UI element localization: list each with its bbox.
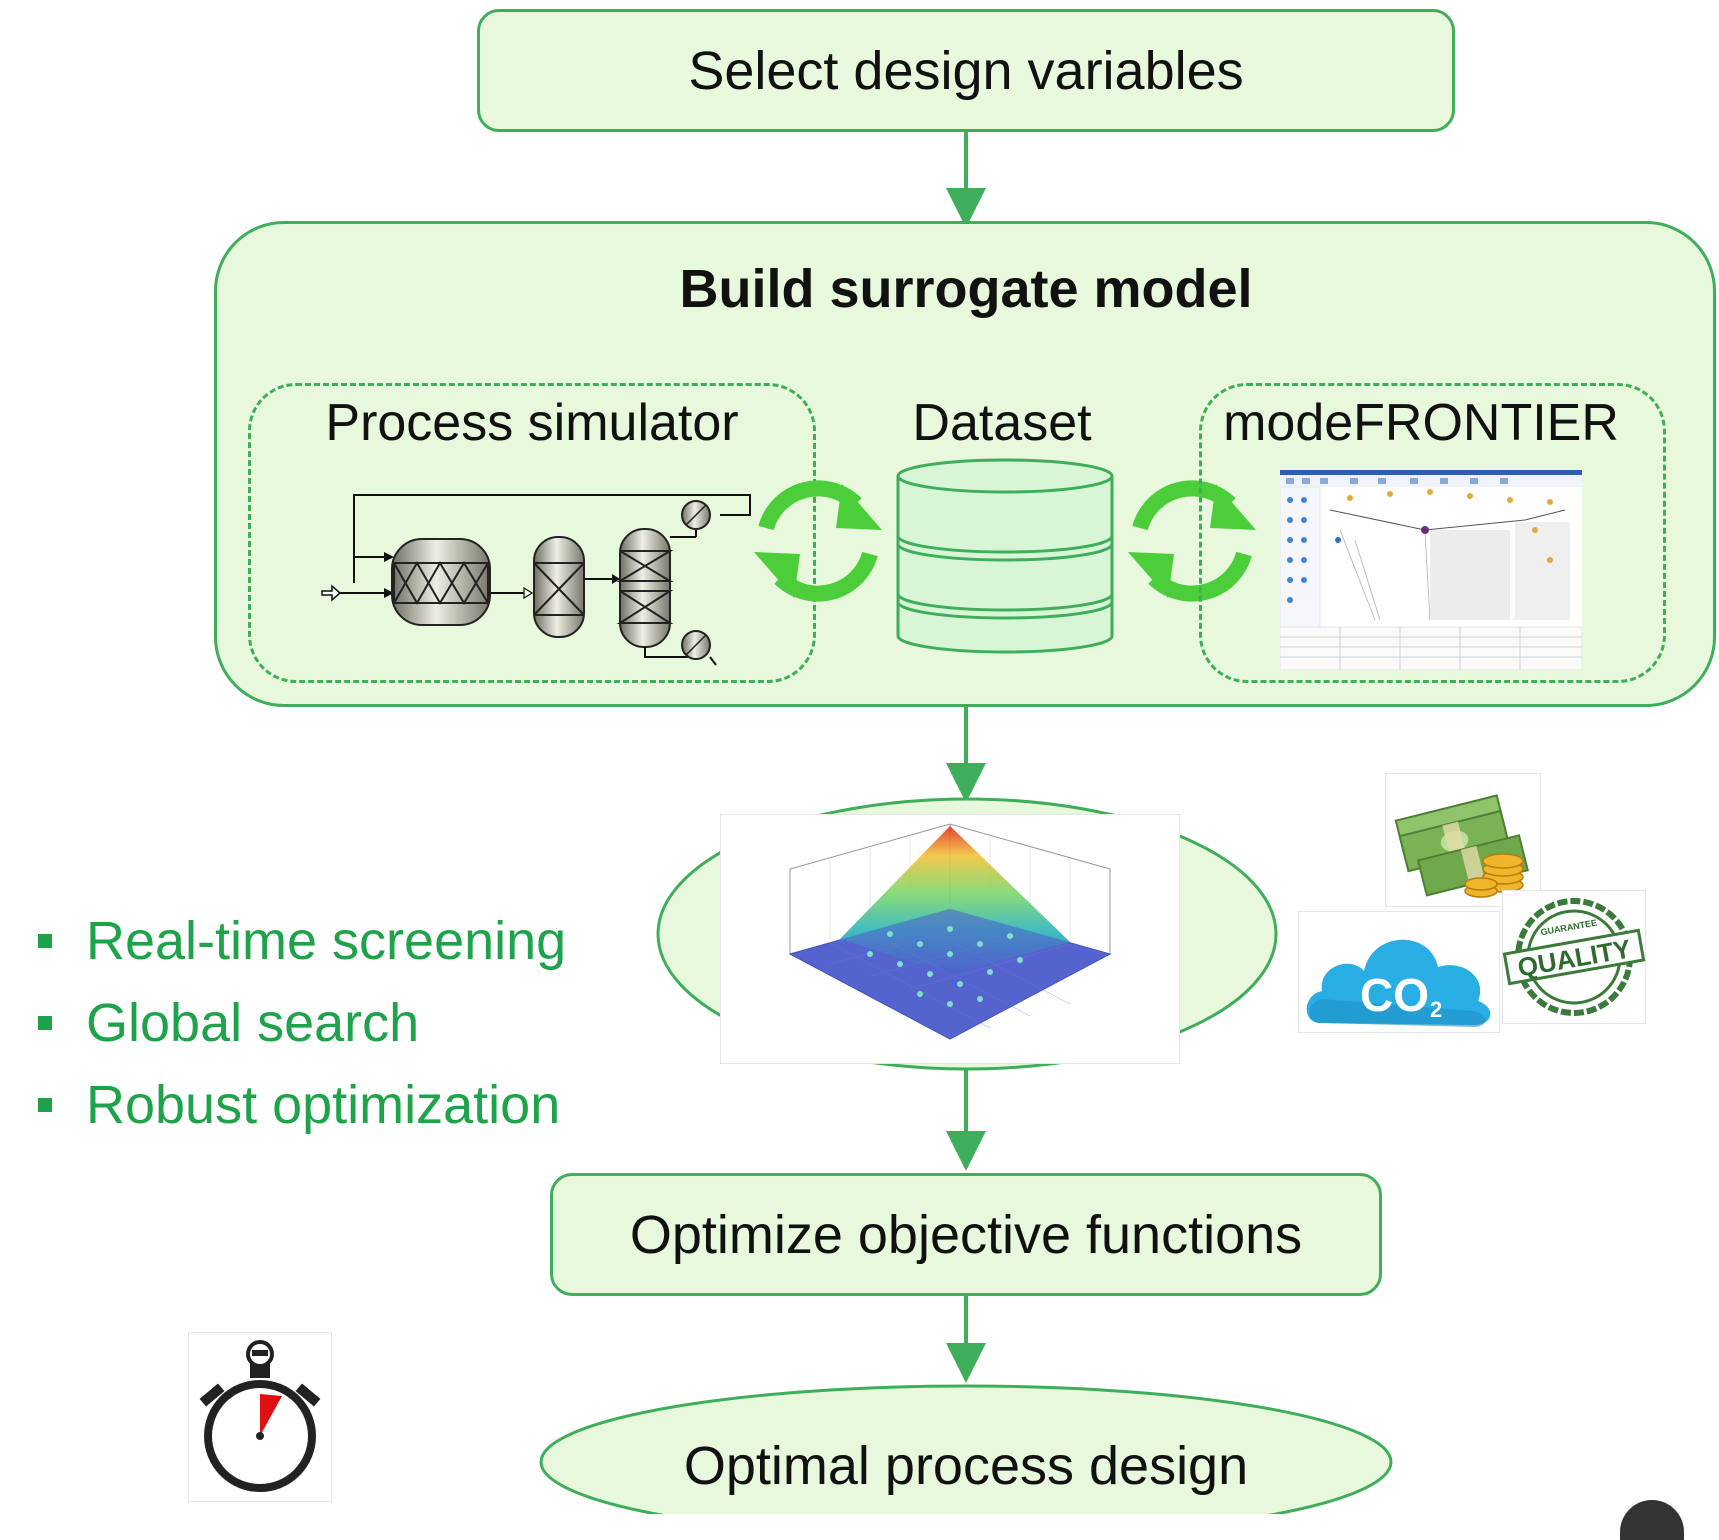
- select-design-variables-box: Select design variables: [477, 9, 1455, 132]
- database-icon: [896, 458, 1114, 654]
- process-simulator-box: [248, 383, 816, 683]
- quality-seal-icon: QUALITY GUARANTEE: [1502, 890, 1646, 1024]
- bullet-item: Real-time screening: [38, 910, 566, 972]
- optimal-process-design-label: Optimal process design: [683, 1436, 1249, 1496]
- process-flowsheet-icon: [321, 494, 751, 666]
- modefrontier-label: modeFRONTIER: [1223, 394, 1619, 452]
- bullet-label: Robust optimization: [86, 1075, 561, 1135]
- optimal-design-ellipse: [539, 1384, 1393, 1514]
- bullet-item: Robust optimization: [38, 1074, 560, 1136]
- co2-cloud-icon: CO 2: [1298, 911, 1500, 1033]
- money-icon: [1385, 773, 1541, 907]
- cycle-arrows-icon: [754, 480, 882, 602]
- response-surface-plot-icon: [720, 814, 1180, 1064]
- bullet-item: Global search: [38, 992, 419, 1054]
- optimize-objective-functions-label: Optimize objective functions: [629, 1204, 1303, 1265]
- co2-text: CO: [1360, 969, 1429, 1021]
- bullet-label: Global search: [86, 993, 420, 1053]
- bullet-marker: [38, 934, 52, 948]
- build-surrogate-title: Build surrogate model: [679, 259, 1253, 319]
- dataset-label: Dataset: [912, 394, 1092, 452]
- co2-subscript: 2: [1430, 997, 1442, 1022]
- bullet-marker: [38, 1016, 52, 1030]
- process-simulator-label: Process simulator: [325, 394, 739, 452]
- optimize-objective-functions-box: Optimize objective functions: [550, 1173, 1382, 1296]
- cycle-arrows-icon: [1128, 480, 1256, 602]
- bullet-marker: [38, 1098, 52, 1112]
- bullet-label: Real-time screening: [86, 911, 567, 971]
- select-design-variables-label: Select design variables: [688, 40, 1244, 101]
- modefrontier-screenshot-icon: [1280, 470, 1582, 670]
- modefrontier-box: [1199, 383, 1666, 683]
- stopwatch-icon: [188, 1332, 332, 1502]
